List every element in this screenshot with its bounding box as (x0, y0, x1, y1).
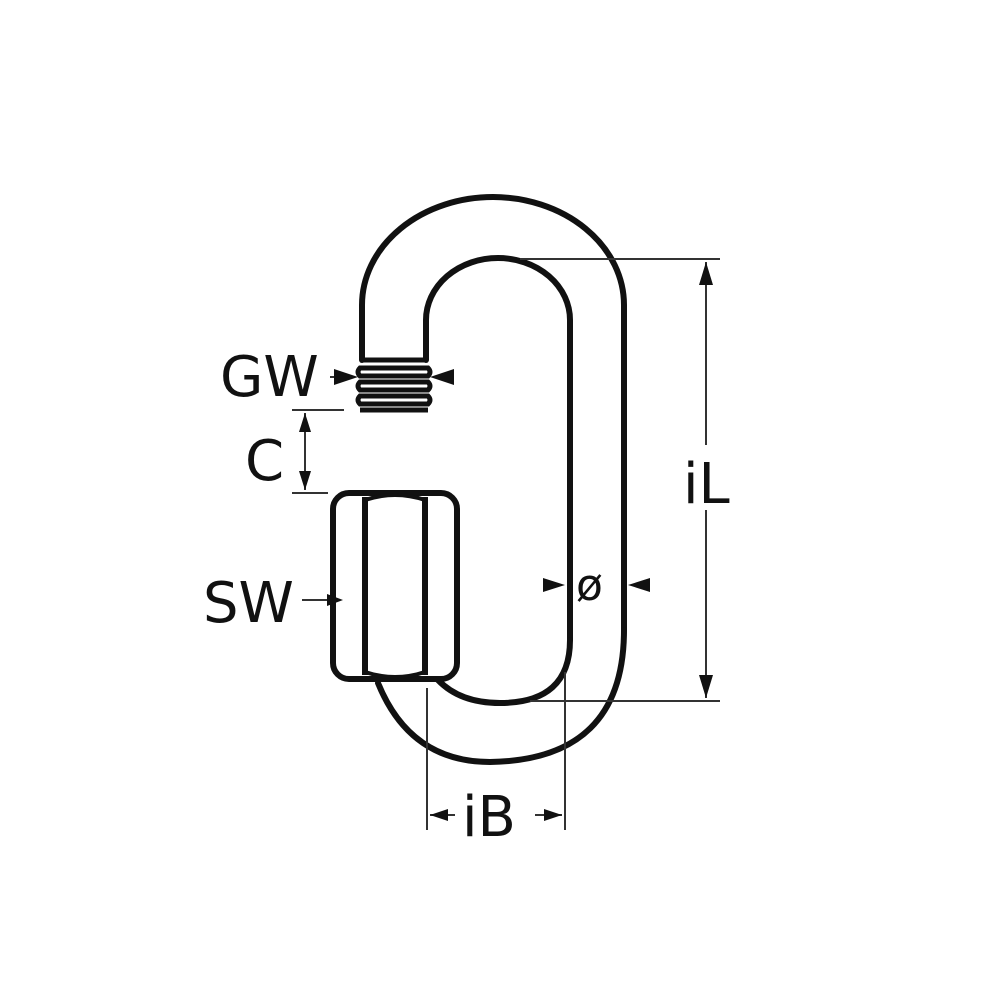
link-body (359, 194, 627, 766)
label-il: iL (683, 452, 730, 517)
inner-top-arc (423, 255, 573, 643)
label-diameter: ø (576, 560, 603, 611)
label-c: C (245, 429, 284, 494)
outer-bottom-arc (375, 627, 627, 766)
inner-bottom-arc (435, 637, 573, 707)
label-ib: iB (462, 785, 516, 850)
thread (355, 357, 433, 413)
label-gw: GW (220, 345, 319, 410)
outer-top-arc (359, 194, 627, 633)
nut (330, 490, 460, 682)
arrowheads (299, 262, 713, 821)
label-sw: SW (203, 571, 294, 636)
